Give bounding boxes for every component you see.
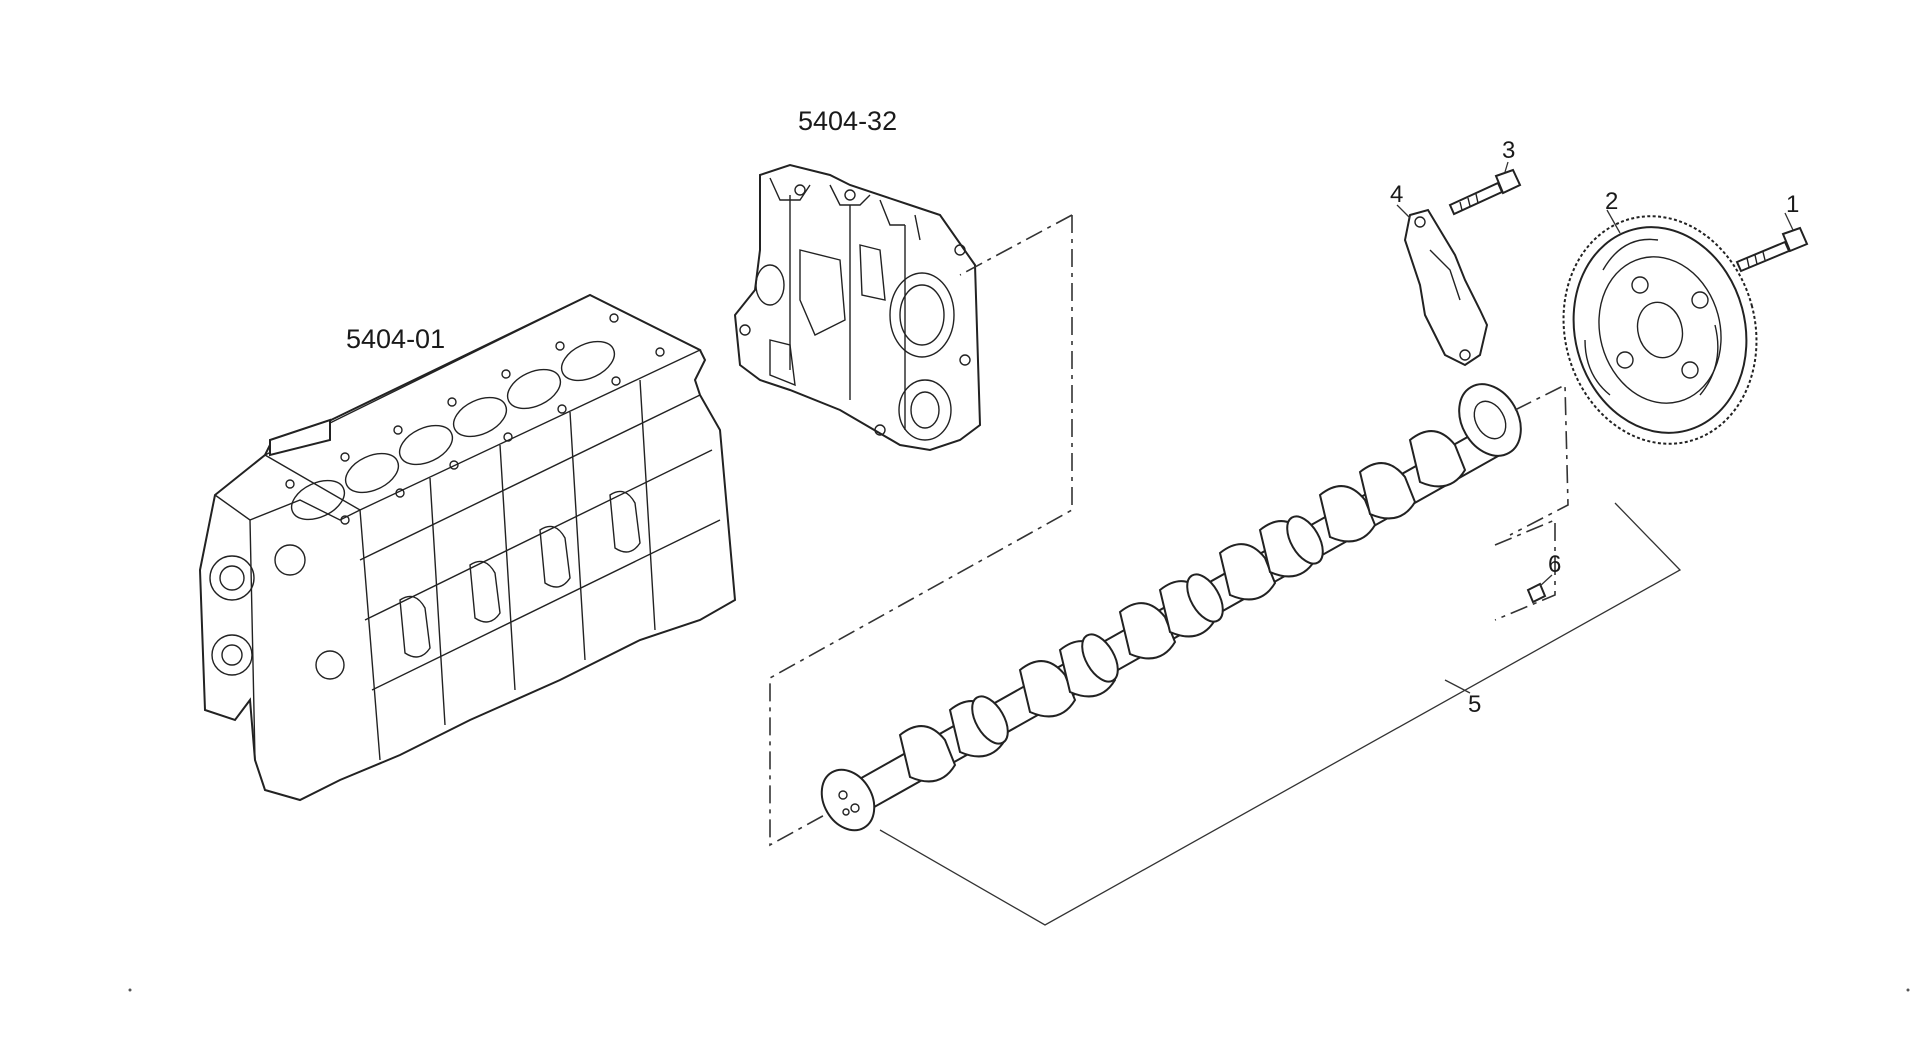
dowel-pin[interactable]: [1494, 518, 1556, 621]
callout-2: 2: [1605, 188, 1618, 215]
reference-label-front-cover: 5404-32: [798, 106, 897, 136]
camshaft-assembly-leader: [879, 502, 1682, 926]
callout-1: 1: [1786, 191, 1799, 218]
camshaft[interactable]: [811, 373, 1533, 840]
front-gear-cover[interactable]: [733, 163, 982, 452]
corner-dot-right: [1906, 988, 1910, 992]
callout-6: 6: [1548, 551, 1561, 578]
callout-4: 4: [1390, 181, 1403, 208]
reference-label-block: 5404-01: [346, 324, 445, 354]
callout-leaders: [1396, 161, 1794, 234]
callout-3: 3: [1502, 137, 1515, 164]
gear-assembly-bracket: [1509, 383, 1569, 536]
cover-assembly-bracket: [769, 214, 1073, 847]
callout-5: 5: [1468, 691, 1481, 718]
gear-bolt[interactable]: [1735, 226, 1809, 273]
thrust-plate[interactable]: [1403, 208, 1489, 367]
thrust-plate-bolt[interactable]: [1448, 168, 1522, 216]
camshaft-timing-gear[interactable]: [1538, 194, 1781, 465]
engine-block[interactable]: [198, 293, 737, 802]
corner-dot-left: [128, 988, 132, 992]
